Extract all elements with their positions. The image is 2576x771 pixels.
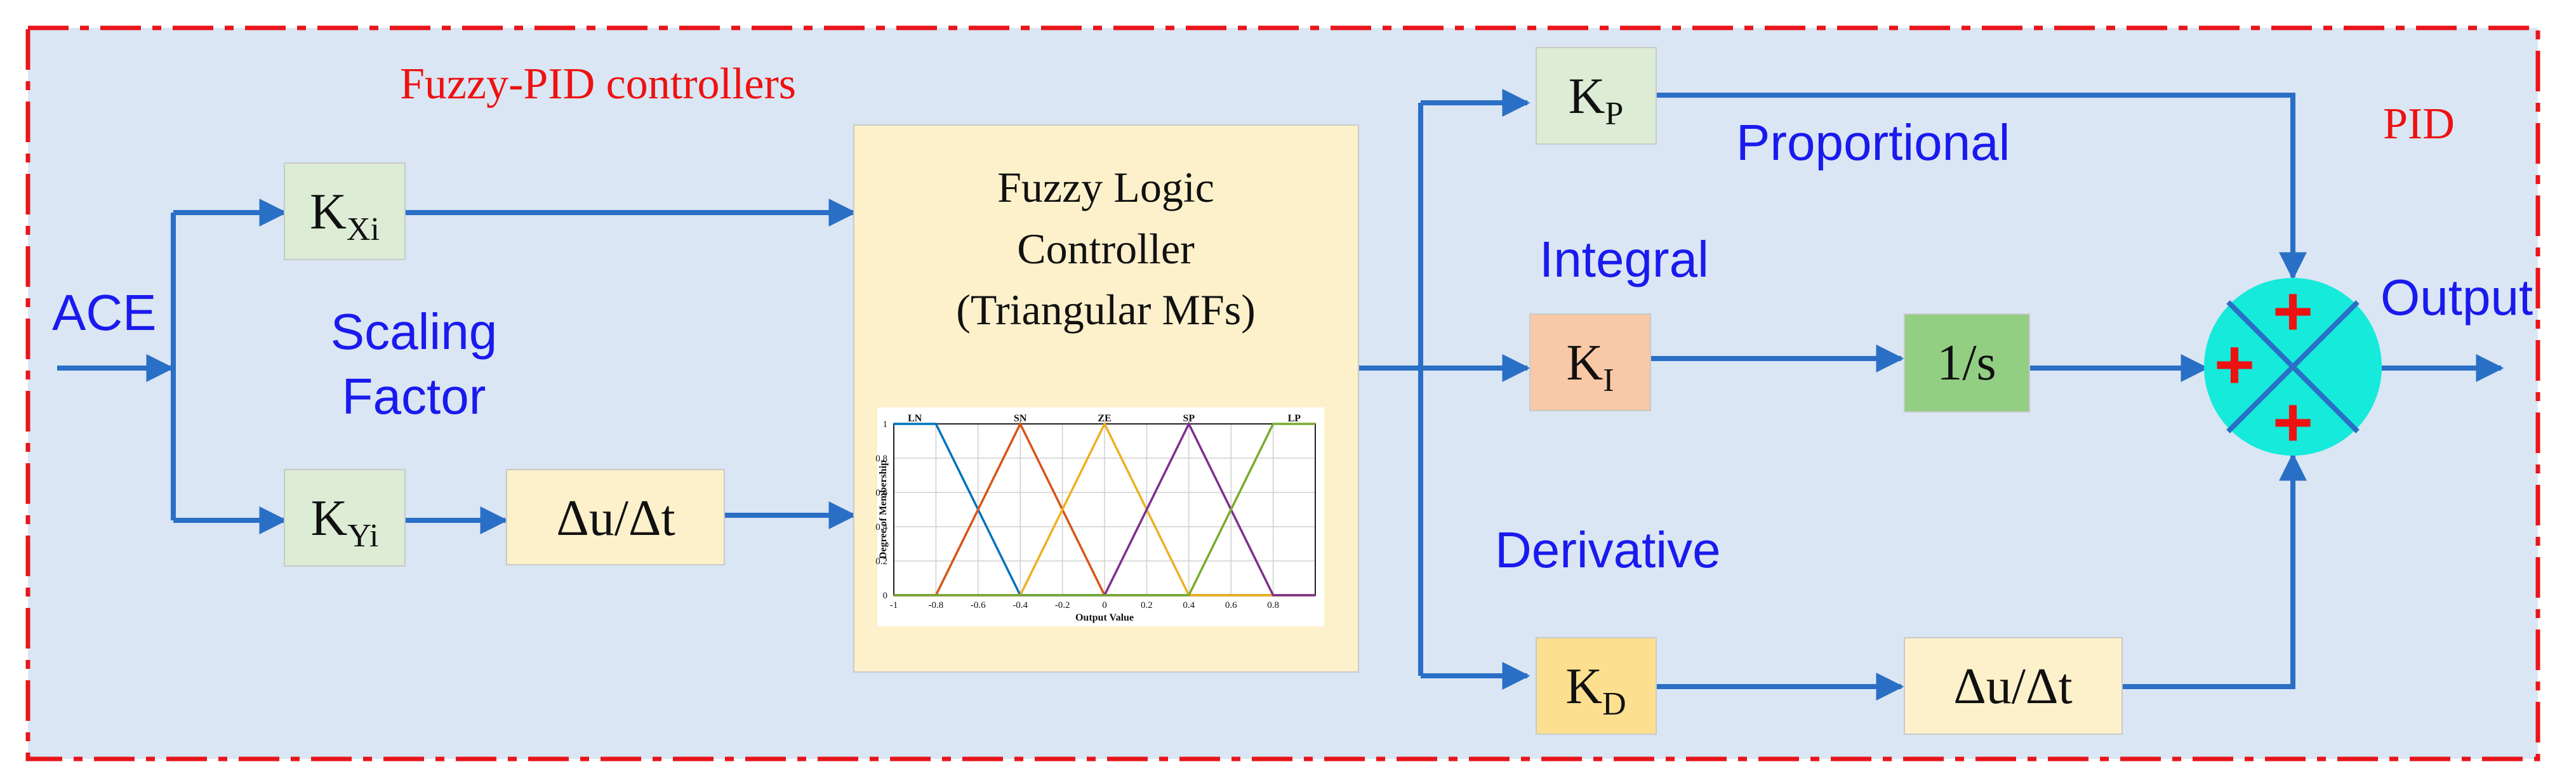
chart-y-tick-label: 0 (883, 591, 888, 601)
plus-sign-bottom: + (2273, 383, 2313, 461)
chart-y-tick-label: 0.2 (875, 557, 887, 567)
du-dt-label-scaling: Δu/Δt (556, 491, 675, 546)
chart-x-tick-label: -0.8 (929, 600, 944, 610)
integrator-block (1904, 313, 2030, 412)
output-label: Output (2380, 269, 2533, 326)
summing-cross-line-2 (2226, 300, 2360, 433)
membership-function-chart: -1 -0.8 -0.6 -0.4 -0.2 0 0.2 0.4 0.6 0.8 0 0.2 0.4 0.… (875, 407, 1324, 626)
signal-connectors (57, 89, 2504, 701)
chart-x-tick-label: -0.6 (971, 600, 986, 610)
pid-label: PID (2383, 100, 2455, 148)
chart-y-tick-label: 1 (883, 419, 888, 430)
chart-x-axis-label: Output Value (1075, 612, 1134, 623)
chart-series-label: SN (1014, 413, 1027, 424)
chart-x-tick-label: -0.4 (1012, 600, 1028, 610)
summing-junction: + + + (2204, 272, 2382, 461)
flc-title-line1: Fuzzy Logic (997, 163, 1214, 211)
kp-label: KP (1569, 69, 1624, 132)
ki-block (1529, 313, 1651, 411)
ki-label: KI (1566, 335, 1614, 399)
chart-series-line-lp (894, 423, 1315, 596)
kp-block (1536, 47, 1657, 145)
kyi-label: KYi (311, 491, 379, 554)
flc-title-line3: (Triangular MFs) (956, 286, 1256, 334)
chart-series-label: SP (1183, 413, 1195, 424)
arrow-du-to-sum (2122, 452, 2307, 689)
chart-x-tick-label: -1 (890, 600, 898, 610)
chart-x-tick-label: 0.4 (1183, 600, 1195, 610)
scaling-factor-line2: Factor (342, 368, 486, 425)
kd-label: KD (1565, 659, 1626, 722)
plus-sign-top: + (2273, 272, 2313, 350)
chart-x-tick-label: 0.2 (1141, 600, 1153, 610)
kyi-block (284, 469, 406, 567)
kd-block (1536, 637, 1657, 735)
derivative-label: Derivative (1495, 522, 1721, 578)
diagram-border (25, 25, 2540, 761)
chart-y-tick-label: 0.8 (875, 454, 887, 464)
chart-y-tick-label: 0.4 (875, 522, 887, 532)
chart-y-tick-label: 0.6 (875, 488, 887, 498)
scaling-factor-line1: Scaling (331, 303, 497, 360)
flc-title-line2: Controller (1017, 225, 1195, 273)
plus-sign-left: + (2214, 326, 2255, 404)
du-dt-block-scaling (506, 469, 725, 565)
fuzzy-pid-title: Fuzzy-PID controllers (400, 60, 796, 109)
ace-label: ACE (52, 284, 157, 341)
arrow-kp-to-sum (1656, 93, 2307, 280)
integrator-label: 1/s (1937, 335, 1996, 391)
du-dt-label-derivative: Δu/Δt (1953, 659, 2072, 715)
chart-series-label: LN (908, 413, 922, 424)
chart-x-tick-label: 0 (1102, 600, 1107, 610)
chart-x-tick-label: 0.6 (1225, 600, 1237, 610)
chart-x-tick-label: -0.2 (1055, 600, 1070, 610)
chart-y-axis-label: Degree of Membership (878, 460, 889, 559)
chart-series-label: LP (1288, 413, 1301, 424)
du-dt-block-derivative (1904, 637, 2123, 735)
integral-label: Integral (1539, 231, 1709, 287)
chart-series-label: ZE (1098, 413, 1111, 424)
chart-x-tick-label: 0.8 (1267, 600, 1279, 610)
proportional-label: Proportional (1736, 114, 2010, 171)
kxi-block (284, 162, 406, 260)
kxi-label: KXi (310, 184, 380, 247)
